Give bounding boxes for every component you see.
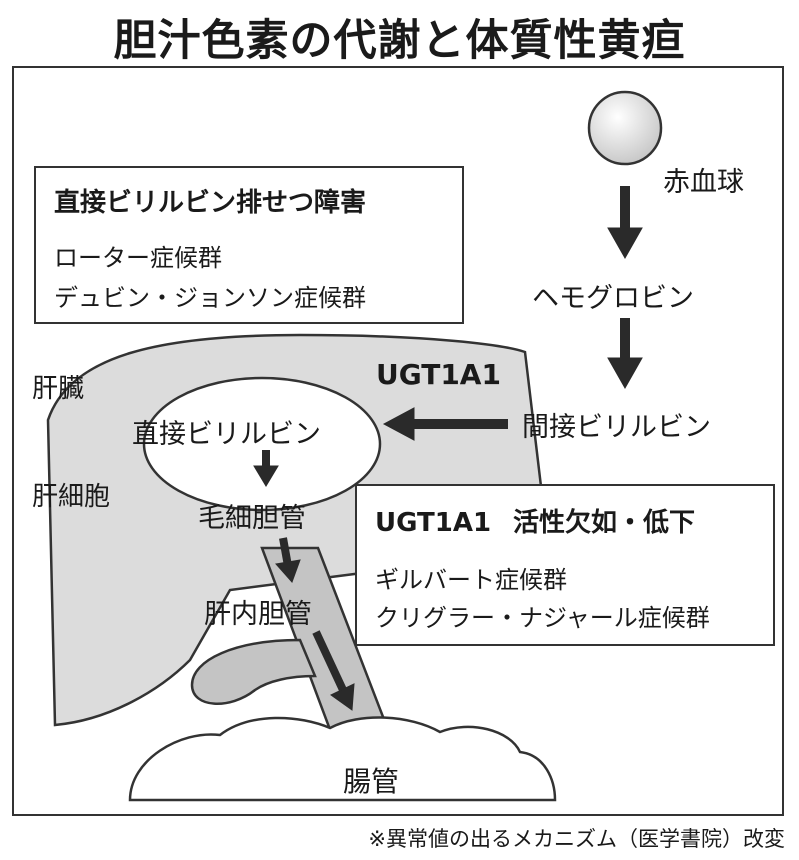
intestine-shape [128, 716, 557, 802]
rbc-label: 赤血球 [663, 167, 744, 198]
direct-bilirubin-label: 直接ビリルビン [132, 419, 321, 450]
ugt-deficiency-box: UGT1A1 活性欠如・低下 ギルバート症候群 クリグラー・ナジャール症候群 [355, 484, 775, 646]
red-blood-cell [587, 90, 663, 166]
enzyme-label: UGT1A1 [376, 358, 501, 391]
syndrome-item: ローター症候群 [54, 244, 222, 272]
direct-excretion-disorder-box: 直接ビリルビン排せつ障害 ローター症候群 デュビン・ジョンソン症候群 [34, 166, 464, 324]
hepatocyte-cell [142, 376, 382, 512]
source-note: ※異常値の出るメカニズム（医学書院）改変 [368, 827, 785, 851]
ugt-deficiency-heading: UGT1A1 活性欠如・低下 [375, 502, 695, 539]
diagram-frame [12, 66, 784, 816]
indirect-bilirubin-label: 間接ビリルビン [522, 412, 711, 443]
direct-excretion-heading: 直接ビリルビン排せつ障害 [54, 188, 367, 218]
ugt-heading-text: 活性欠如・低下 [513, 508, 696, 538]
bile-canaliculus-label: 毛細胆管 [198, 503, 306, 534]
hepatocyte-label: 肝細胞 [32, 482, 111, 512]
page-title: 胆汁色素の代謝と体質性黄疸 [113, 16, 686, 66]
hemoglobin-label: ヘモグロビン [532, 283, 694, 314]
gallbladder-shape [190, 638, 317, 705]
syndrome-item: クリグラー・ナジャール症候群 [375, 604, 710, 632]
intestine-label: 腸管 [343, 765, 400, 798]
syndrome-item: デュビン・ジョンソン症候群 [54, 284, 366, 312]
intrahepatic-bile-duct-label: 肝内胆管 [204, 599, 312, 630]
liver-label: 肝臓 [32, 374, 85, 404]
ugt-heading-enzyme: UGT1A1 [375, 508, 492, 538]
syndrome-item: ギルバート症候群 [375, 566, 567, 594]
